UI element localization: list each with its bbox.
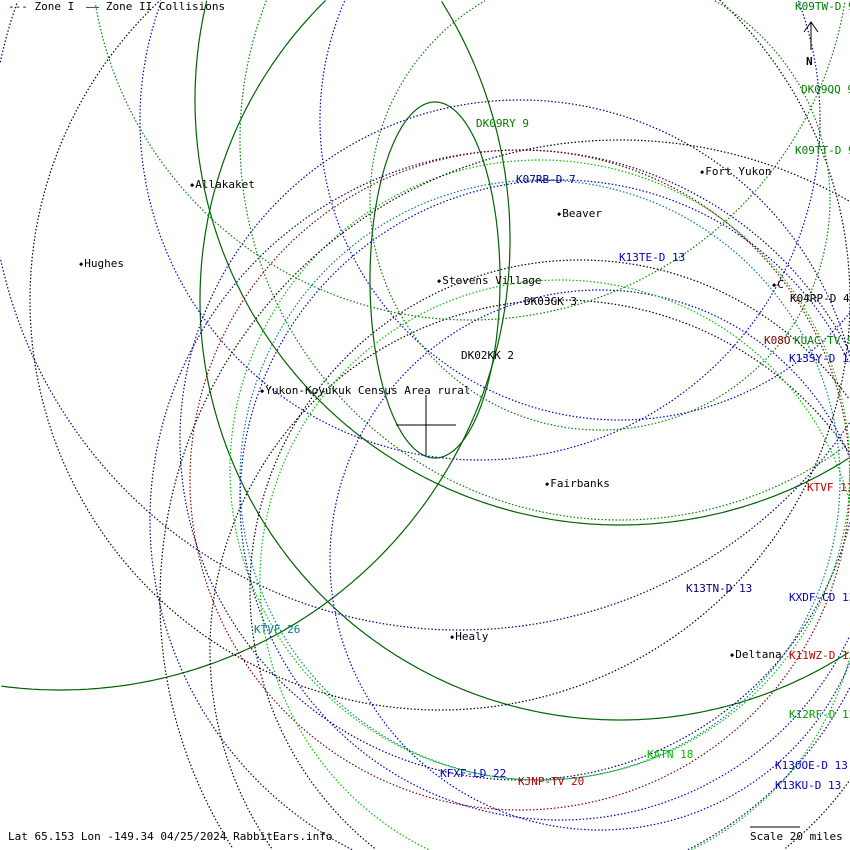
city-fort-yukon: Fort Yukon (700, 166, 771, 178)
city-healy: Healy (450, 631, 488, 643)
station-label[interactable]: K12RF-D 12 (789, 708, 850, 721)
zone-circle (239, 0, 850, 521)
city-fairbanks: Fairbanks (545, 478, 610, 490)
station-label[interactable]: KTVF 26 (254, 623, 301, 636)
zone-circle (159, 139, 850, 848)
zone-circle (189, 149, 850, 811)
zone-circle (239, 179, 841, 781)
station-label[interactable]: KFXF-LD 22 (440, 767, 507, 780)
station-label[interactable]: K13OOE-D 13 (775, 759, 848, 772)
station-label[interactable]: K09TW-D 9 (795, 0, 850, 13)
zone-circle (259, 279, 850, 850)
station-label[interactable]: K13TE-D 13 (619, 251, 686, 264)
station-label[interactable]: DK09QQ 9 (801, 83, 850, 96)
legend-zone2: —— Zone II Collisions (86, 0, 226, 13)
scale-label: Scale 20 miles (750, 830, 843, 843)
station-label[interactable]: DK03GK 3 (524, 295, 577, 308)
zone-circle (209, 299, 849, 849)
legend-zone1: --- Zone I (8, 0, 75, 13)
zone-circle (179, 99, 850, 781)
city-yukon-koyukuk: Yukon-Koyukuk Census Area rural (260, 385, 470, 397)
zone-circle (94, 2, 846, 321)
north-label: N (806, 55, 813, 68)
station-label[interactable]: K13KU-D 13 (775, 779, 842, 792)
station-label[interactable]: KJNP-TV 20 (518, 775, 585, 788)
zone-circle (369, 0, 831, 431)
station-label[interactable]: DK09RY 9 (476, 117, 529, 130)
zone-circle (199, 0, 850, 721)
city-allakaket: Allakaket (190, 179, 255, 191)
station-label[interactable]: K04RP-D 4 (790, 292, 850, 305)
city-c: C (772, 279, 784, 291)
location-crosshair (396, 395, 456, 455)
city-stevens-village: Stevens Village (437, 275, 541, 287)
city-beaver: Beaver (557, 208, 602, 220)
station-label[interactable]: DK02KK 2 (461, 349, 514, 362)
city-hughes: Hughes (79, 258, 124, 270)
city-deltana: Deltana (730, 649, 781, 661)
zone-circle (229, 159, 850, 781)
zone-circle (329, 289, 850, 831)
station-label[interactable]: KATN 18 (647, 748, 694, 761)
zone-circle (194, 0, 849, 526)
station-label[interactable]: KXDF-CD 13 (789, 591, 850, 604)
zone-circle (0, 2, 850, 631)
status-footer: Lat 65.153 Lon -149.34 04/25/2024 Rabbit… (8, 830, 333, 843)
station-label[interactable]: KUAC-TV 9 (794, 334, 850, 347)
station-label[interactable]: K07RB-D 7 (516, 173, 576, 186)
station-label[interactable]: K13SY-D 13 (789, 352, 850, 365)
zone-circle (139, 0, 821, 461)
zone-circle (1, 1, 511, 691)
station-label[interactable]: K08O (764, 334, 791, 347)
zone-circle (29, 0, 850, 711)
zone-circle (239, 179, 850, 821)
station-label[interactable]: K09TT-D 9 (795, 144, 850, 157)
station-label[interactable]: KTVF 11 (807, 481, 850, 494)
north-arrow-icon (803, 21, 819, 50)
zone-circle (369, 101, 501, 459)
station-label[interactable]: K11WZ-D 11 (789, 649, 850, 662)
station-label[interactable]: K13TN-D 13 (686, 582, 753, 595)
zone-circle (319, 0, 850, 421)
zone-circle (249, 259, 850, 849)
